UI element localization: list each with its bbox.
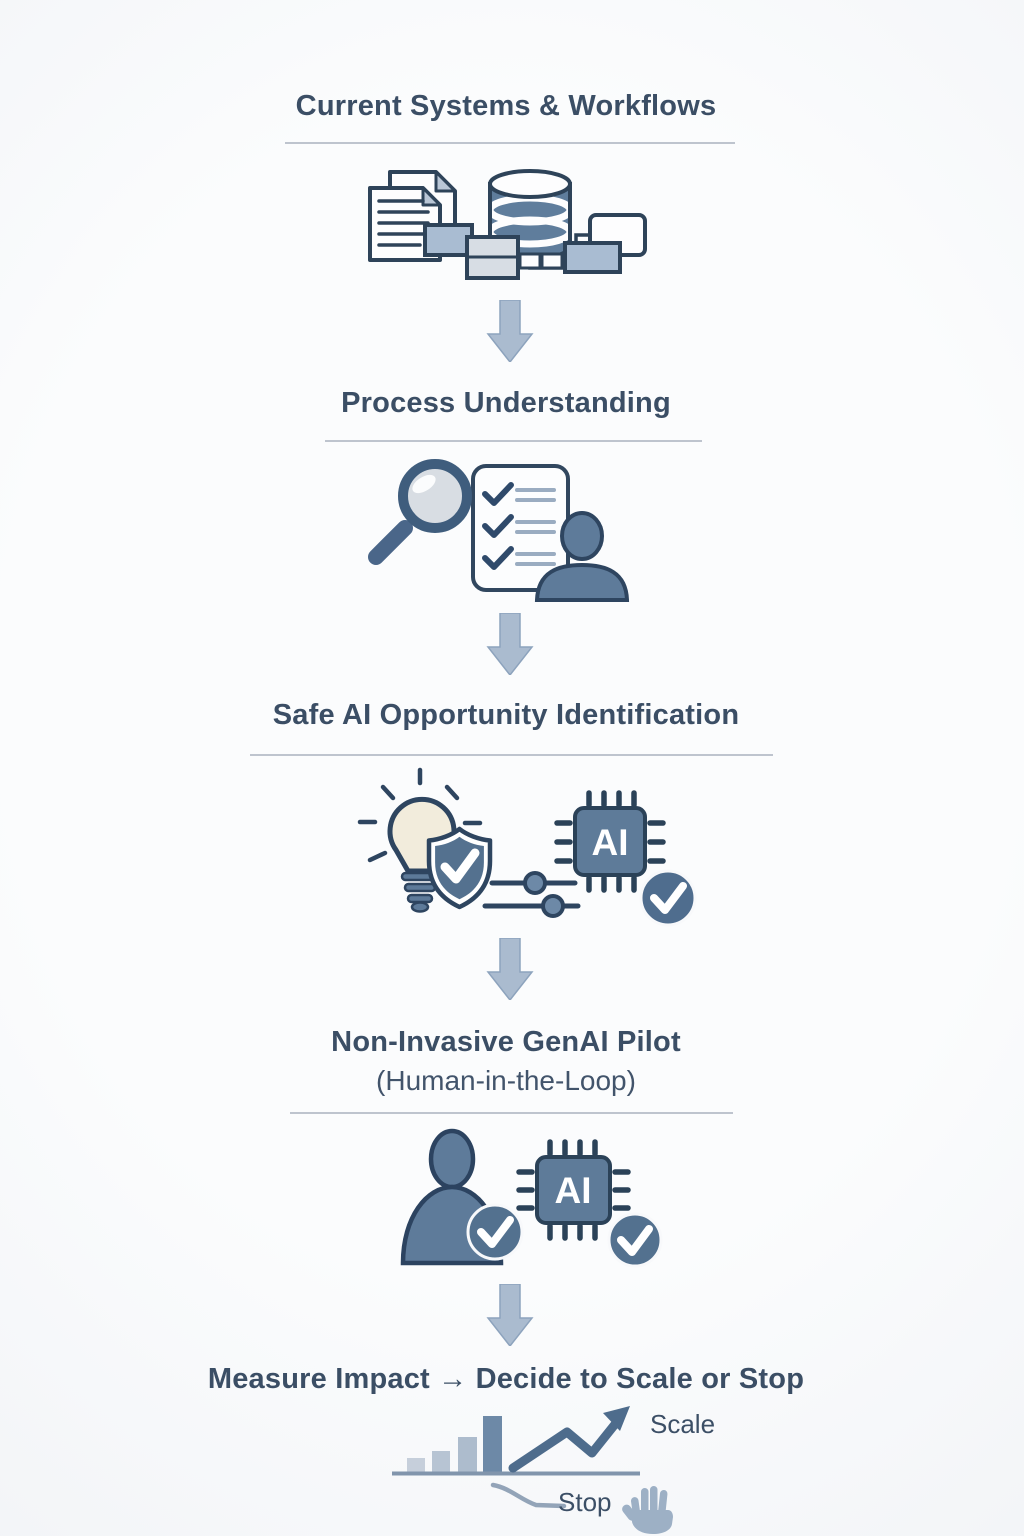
measure-impact-icons <box>392 1406 673 1534</box>
ai-chip-icon: AI <box>516 1139 631 1241</box>
process-understanding-icons <box>368 459 630 602</box>
current-systems-icons <box>368 169 647 280</box>
step-title-current-systems: Current Systems & Workflows <box>295 90 717 122</box>
checklist-icon <box>471 464 570 592</box>
step-title-genai-pilot: Non-Invasive GenAI Pilot <box>331 1026 681 1058</box>
growth-arrow-icon <box>508 1406 630 1473</box>
scale-label: Scale <box>650 1409 716 1439</box>
step-title-measure-impact: Measure Impact → Decide to Scale or Stop <box>207 1363 805 1395</box>
ai-chip-label: AI <box>592 822 629 863</box>
down-arrow-icon <box>486 1284 534 1346</box>
check-circle-icon <box>466 1203 524 1261</box>
divider <box>325 440 702 442</box>
ai-chip-icon: AI <box>554 790 666 893</box>
sliders-icon <box>482 871 581 918</box>
genai-pilot-icons: AI <box>400 1128 663 1268</box>
person-icon <box>534 511 630 602</box>
divider <box>290 1112 733 1114</box>
workflow-boxes-icon <box>423 213 647 280</box>
shield-check-icon <box>426 826 493 910</box>
step-title-safe-ai-opportunity: Safe AI Opportunity Identification <box>272 699 740 731</box>
decline-curve-icon <box>490 1482 567 1509</box>
step-subtitle-genai-pilot: (Human-in-the-Loop) <box>376 1065 636 1096</box>
stop-hand-icon <box>622 1486 673 1534</box>
check-circle-icon <box>639 869 697 927</box>
divider <box>285 142 735 144</box>
down-arrow-icon <box>486 938 534 1000</box>
bar-chart-icon <box>392 1416 640 1476</box>
check-circle-icon <box>607 1212 663 1268</box>
stop-label: Stop <box>558 1487 612 1517</box>
divider <box>250 754 773 756</box>
magnifier-icon <box>368 459 472 565</box>
down-arrow-icon <box>486 613 534 675</box>
down-arrow-icon <box>486 300 534 362</box>
step-title-process-understanding: Process Understanding <box>341 387 671 419</box>
documents-icon <box>368 170 457 262</box>
safe-ai-icons: AI <box>357 767 697 927</box>
ai-chip-label: AI <box>555 1170 592 1211</box>
